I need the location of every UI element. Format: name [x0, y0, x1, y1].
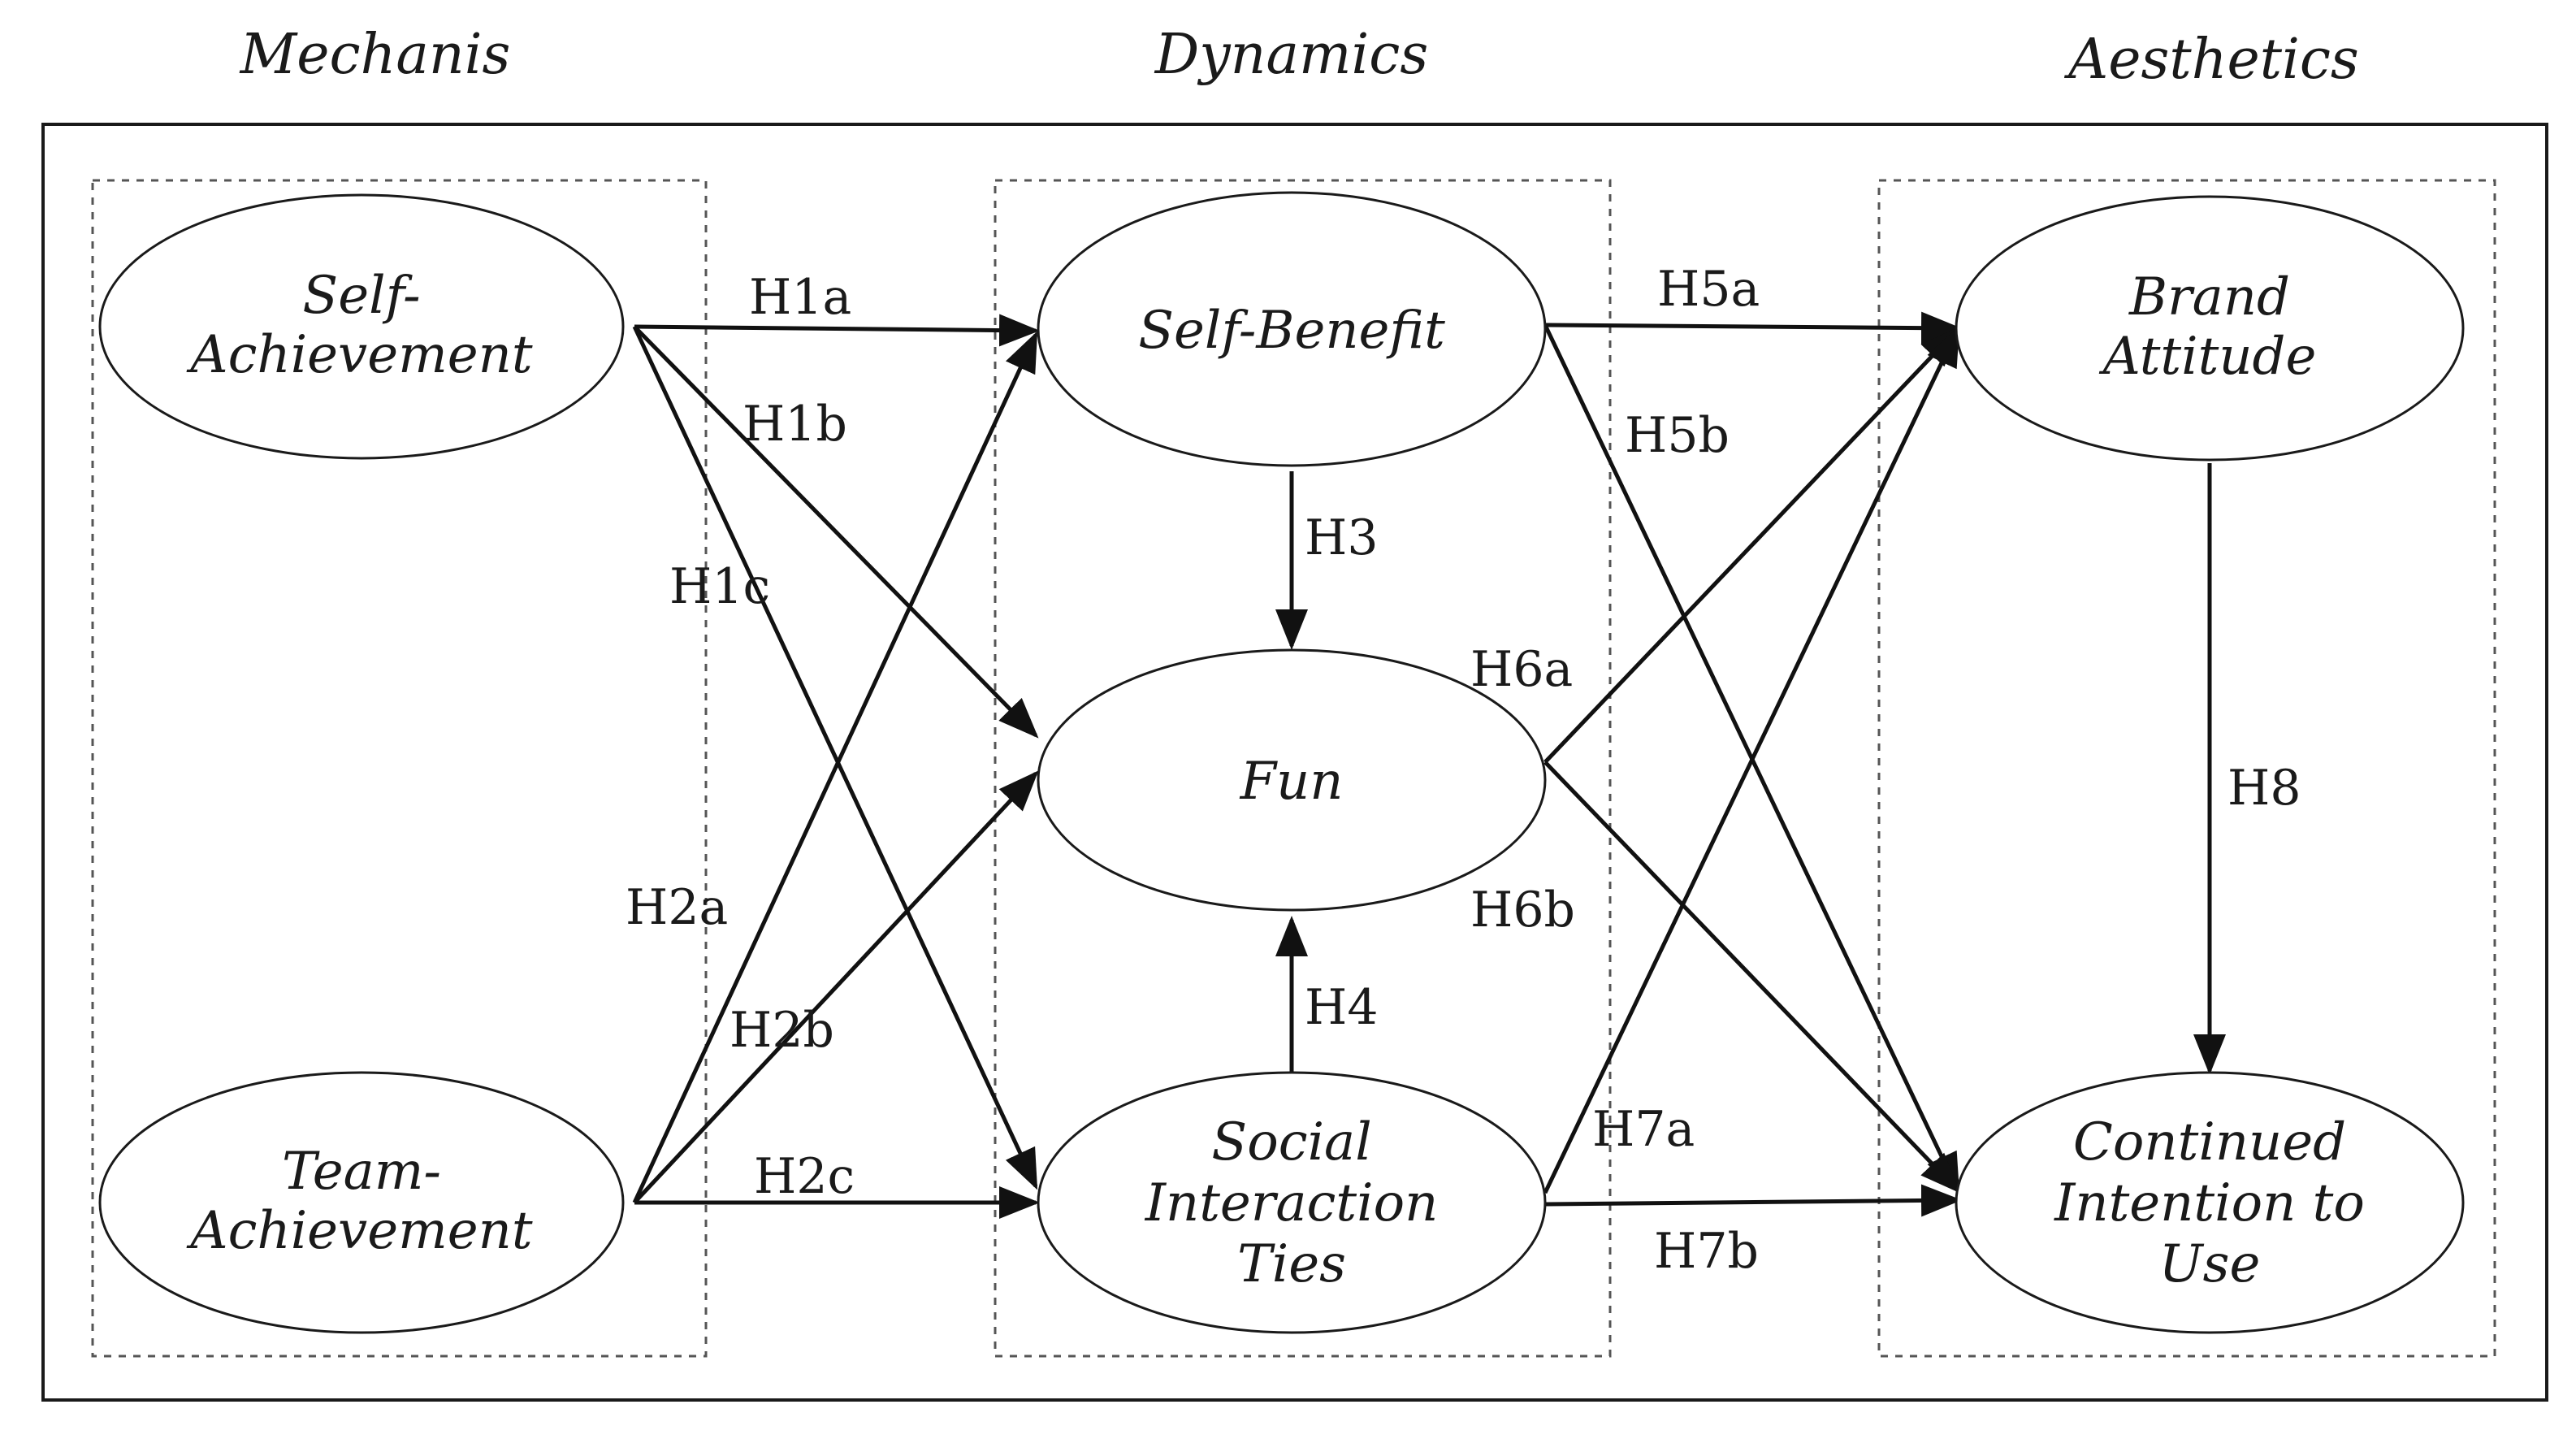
edge-label-h2c: H2c — [754, 1148, 855, 1205]
edge-label-h7b: H7b — [1654, 1223, 1759, 1280]
node-brand-attitude-line-1: Brand — [2128, 267, 2290, 327]
edge-label-h5a: H5a — [1657, 261, 1760, 318]
edge-h1b — [633, 325, 1039, 739]
edge-label-h6b: H6b — [1470, 882, 1575, 938]
column-title-mechanics: Mechanis — [239, 23, 511, 87]
column-title-aesthetics: Aesthetics — [2063, 28, 2359, 92]
node-social-interaction-ties-line-3: Ties — [1237, 1234, 1346, 1294]
node-self-achievement-line-1: Self- — [302, 266, 420, 326]
node-self-achievement-line-2: Achievement — [186, 325, 532, 385]
edge-label-h2a: H2a — [626, 879, 728, 936]
edge-label-h5b: H5b — [1625, 407, 1730, 464]
edge-label-h2b: H2b — [730, 1002, 834, 1059]
node-team-achievement-line-1: Team- — [282, 1142, 441, 1202]
edge-h6a — [1543, 326, 1961, 764]
edge-label-h8: H8 — [2227, 760, 2301, 817]
edge-h2a — [632, 331, 1038, 1204]
edges-layer — [632, 311, 2226, 1219]
node-fun: Fun — [1037, 648, 1547, 912]
mechanics-group-box — [91, 179, 708, 1358]
edge-h7b — [1544, 1184, 1962, 1217]
edge-label-h1a: H1a — [749, 269, 851, 326]
dynamics-group-box — [994, 179, 1612, 1358]
node-continued-intention-to-use: Continued Intention to Use — [1955, 1071, 2465, 1334]
edge-label-h7a: H7a — [1592, 1101, 1695, 1158]
edge-h6b — [1543, 761, 1961, 1194]
node-continued-intention-line-1: Continued — [2073, 1112, 2346, 1172]
node-fun-line-1: Fun — [1240, 752, 1344, 812]
node-social-interaction-ties-line-2: Interaction — [1145, 1173, 1439, 1233]
edge-labels: H1a H1b H1c H2a H2b H2c H3 H4 H5a H5b H6… — [626, 261, 2301, 1280]
node-continued-intention-line-3: Use — [2159, 1234, 2261, 1294]
node-self-benefit: Self-Benefit — [1037, 191, 1547, 467]
edge-h1c — [632, 325, 1038, 1190]
column-title-dynamics: Dynamics — [1154, 23, 1428, 87]
node-self-achievement: Self- Achievement — [98, 193, 625, 460]
edge-h1a — [634, 314, 1040, 347]
node-social-interaction-ties: Social Interaction Ties — [1037, 1071, 1547, 1334]
edge-h2b — [633, 770, 1039, 1204]
edge-label-h1b: H1b — [742, 396, 847, 453]
aesthetics-group-box — [1877, 179, 2496, 1358]
node-brand-attitude: Brand Attitude — [1955, 195, 2465, 462]
edge-label-h6a: H6a — [1470, 641, 1573, 698]
node-social-interaction-ties-line-1: Social — [1211, 1112, 1371, 1172]
edge-label-h3: H3 — [1305, 509, 1379, 566]
node-team-achievement: Team- Achievement — [98, 1071, 625, 1334]
outer-frame — [41, 123, 2548, 1402]
node-self-benefit-line-1: Self-Benefit — [1138, 301, 1445, 361]
node-brand-attitude-line-2: Attitude — [2099, 327, 2317, 387]
node-team-achievement-line-2: Achievement — [186, 1201, 532, 1261]
edge-label-h1c: H1c — [669, 558, 770, 615]
edge-h7a — [1543, 325, 1960, 1194]
edge-label-h4: H4 — [1305, 979, 1379, 1036]
edge-h5a — [1544, 311, 1962, 345]
node-continued-intention-line-2: Intention to — [2054, 1173, 2365, 1233]
